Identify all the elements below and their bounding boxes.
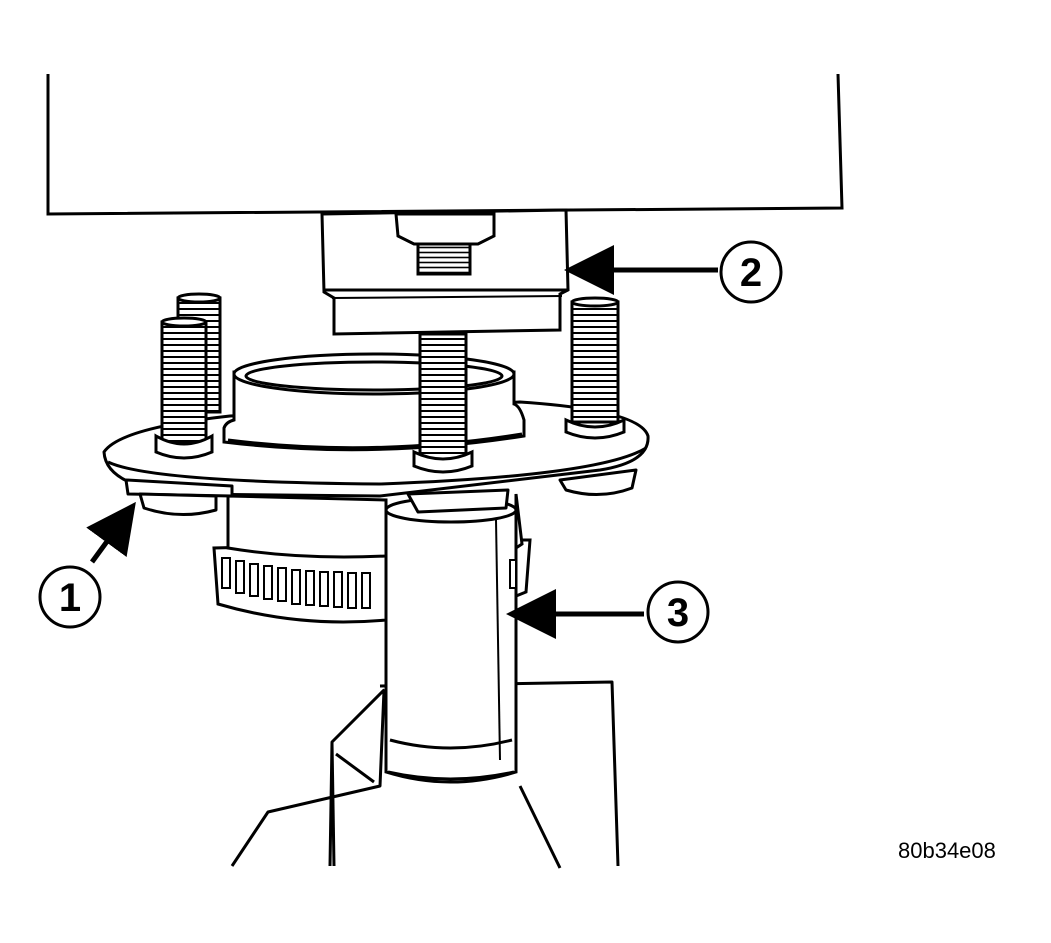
callout-3-number: 3 [667, 591, 689, 635]
callout-3: 3 [646, 580, 710, 644]
wheel-studs [154, 292, 626, 474]
callout-2-number: 2 [740, 251, 762, 295]
figure-id-label: 80b34e08 [898, 838, 996, 863]
hub-pilot [222, 352, 526, 452]
receiving-cup-tool [384, 496, 518, 784]
callout-1: 1 [38, 565, 102, 629]
wheel-bearing [226, 493, 524, 559]
remover-tool [320, 208, 570, 336]
leader-arrows [86, 245, 718, 639]
arrow-to-hub-flange [86, 501, 136, 564]
tone-ring [212, 538, 532, 624]
press-ram [46, 73, 844, 216]
callout-1-number: 1 [59, 576, 81, 620]
callout-2: 2 [719, 240, 783, 304]
